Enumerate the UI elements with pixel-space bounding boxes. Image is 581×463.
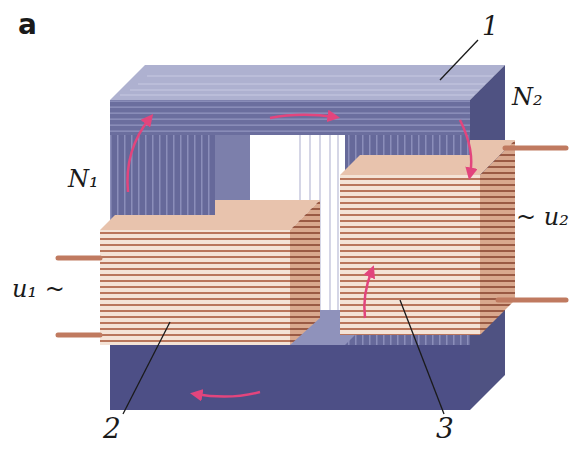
lamination-lines: [120, 76, 503, 95]
callout-number: 1: [482, 12, 499, 41]
coil-side: [290, 200, 320, 345]
flux-arrows: [127, 115, 471, 397]
coil-side: [480, 140, 515, 335]
leader-lines: [123, 40, 478, 414]
secondary-coil: [340, 175, 480, 335]
top-yoke: [110, 100, 470, 135]
core-leg: [345, 135, 470, 155]
bottom-yoke: [110, 345, 470, 410]
core-leg: [110, 100, 215, 215]
core-top-face: [110, 65, 505, 100]
callout-number: 3: [436, 414, 454, 445]
figure-letter: а: [18, 10, 37, 41]
coil-leads: [58, 148, 566, 335]
primary-coil: [100, 230, 290, 345]
voltage-label: u₁ ~: [12, 276, 65, 302]
callout-number: 2: [103, 414, 121, 445]
turns-label: N₁: [68, 166, 99, 192]
turns-label: N₂: [512, 84, 543, 110]
top-yoke: [110, 100, 215, 135]
voltage-label: ~ u₂: [516, 204, 569, 230]
